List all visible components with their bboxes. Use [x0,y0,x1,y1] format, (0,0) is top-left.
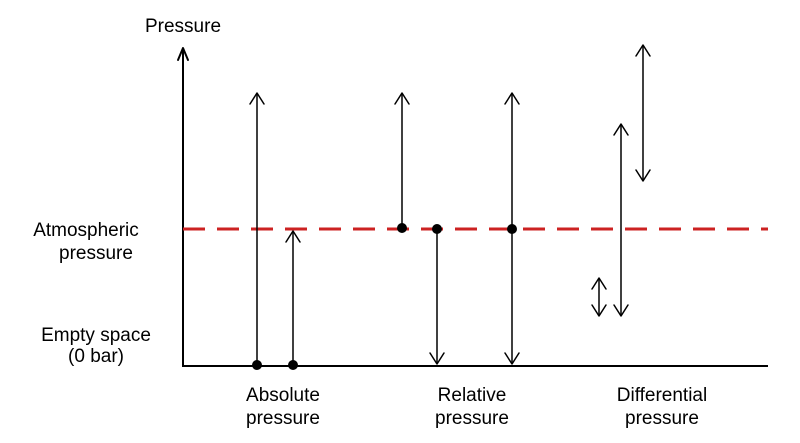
empty-space-label-line-2: (0 bar) [68,346,124,367]
atmospheric-label-line-1: Atmospheric [33,220,139,241]
arrowhead-down [635,169,651,182]
arrowhead-up [613,123,629,136]
absolute-label-line-2: pressure [246,408,320,429]
arrowhead-down [504,352,520,365]
arrowhead-down [591,304,607,317]
relative-origin-dot-3 [507,224,517,234]
relative-label-line-2: pressure [435,408,509,429]
arrowhead-up [394,92,410,105]
relative-origin-dot-1 [397,223,407,233]
arrowhead-up [285,230,301,243]
empty-space-label-line-1: Empty space [41,325,151,346]
y-axis-label: Pressure [145,16,221,37]
arrowhead-down [613,304,629,317]
relative-label-line-1: Relative [438,385,507,406]
absolute-origin-dot-1 [252,360,262,370]
differential-label-line-1: Differential [617,385,707,406]
y-axis-arrowhead [177,47,189,61]
absolute-label-line-1: Absolute [246,385,320,406]
differential-label-line-2: pressure [625,408,699,429]
absolute-origin-dot-2 [288,360,298,370]
arrowhead-up [635,44,651,57]
arrowhead-up [504,92,520,105]
atmospheric-label-line-2: pressure [59,243,133,264]
arrowhead-up [249,92,265,105]
arrowhead-up [591,277,607,290]
relative-origin-dot-2 [432,224,442,234]
arrowhead-down [429,352,445,365]
